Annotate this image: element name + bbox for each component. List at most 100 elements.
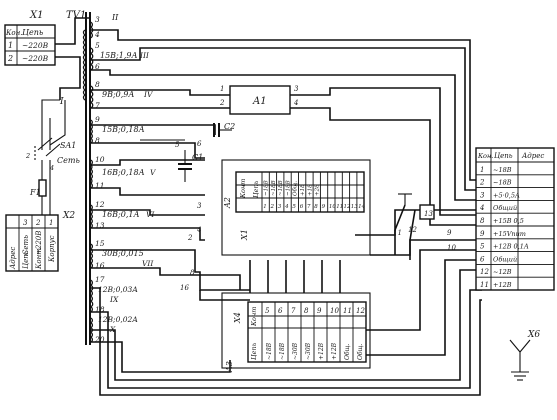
mains-wire-1	[55, 17, 90, 45]
a2-circuit-label: +18	[300, 184, 306, 196]
pin-numbers: 3 4 2 8 6 9 10 16	[180, 140, 456, 292]
x2-ref: X2	[62, 211, 75, 221]
x5-row-circuit: +5·0,5А	[493, 191, 520, 199]
x5-row-contact: 8	[480, 217, 485, 225]
a2-contact-number: 6	[300, 204, 304, 210]
x3-box	[419, 204, 435, 220]
connector-x1: X1 Кон. Цепь 1 ~220В 2 ~220В	[4, 10, 56, 66]
a2-circuit-label-group: ~18В	[271, 180, 277, 196]
a2-circuit-label-group: +28	[315, 184, 321, 196]
a3-contact-number: 5	[265, 307, 270, 315]
a2-contact-number: 4	[284, 204, 289, 210]
c1-ref: C1	[192, 153, 203, 162]
w9-roman: IX	[109, 295, 119, 304]
a2-contact-number: 8	[314, 204, 318, 210]
a3-contact-number: 7	[291, 307, 296, 315]
a2-box	[221, 159, 371, 256]
a3-ref: A3	[225, 361, 234, 373]
a3-circuit-label: +12В	[318, 342, 325, 360]
w6-roman: V	[150, 168, 157, 177]
x2-col-circuit: Цепь	[22, 250, 30, 269]
w4-spec: 9В;0,9А	[102, 90, 134, 99]
w6-spec: 16В;0,18А	[102, 168, 145, 177]
x2-col-contact: Конт	[35, 248, 43, 270]
bus-marker: 13 11 12	[393, 193, 435, 260]
a3-circuit-label: ~18В	[279, 342, 286, 360]
sa1-ref: SA1	[60, 141, 76, 150]
x5-row-contact: 2	[479, 179, 485, 187]
x5-header-address: Адрес	[521, 152, 544, 160]
w2-pin-a: 3	[95, 15, 100, 24]
x6-ref: X6	[527, 330, 540, 340]
w9-pin-a: 17	[95, 275, 105, 284]
a2-contact-number: 10	[329, 204, 336, 210]
x2-col-address: Адрес	[9, 247, 17, 270]
pin-10: 10	[447, 244, 456, 252]
a2-circuit-label: ~18В	[271, 180, 277, 196]
a2-ref: A2	[223, 197, 232, 209]
x2-row2-contact: 2	[35, 219, 41, 227]
switch-sa1: SA1 Сеть 2 4	[25, 118, 80, 172]
x2-row1-circuit: ~220В	[35, 231, 43, 255]
x5-row-circuit: ~18В	[493, 179, 512, 187]
mains-wire-3	[41, 99, 60, 118]
a2-circuit-label-group: Общ.	[292, 181, 299, 196]
pin-9: 9	[447, 229, 452, 237]
pin-3: 3	[197, 202, 202, 210]
a1-box	[229, 85, 291, 115]
fuse-f1: F1	[29, 160, 51, 215]
w2-pin-b: 4	[94, 30, 100, 39]
w8-spec: 30В;0,015	[102, 249, 144, 258]
w6-pin-a: 10	[95, 155, 105, 164]
x2-row3-circuit: Корпус	[48, 235, 56, 263]
pin-4: 4	[196, 226, 201, 234]
x2-row1-contact: 1	[49, 219, 53, 227]
a1-pin-1: 1	[220, 85, 224, 93]
secondary-winding-8	[89, 279, 94, 313]
a2-contact-number: 12	[344, 204, 351, 210]
w8-pin-b: 16	[95, 261, 105, 270]
a3-circuit-label-group: Общ.	[344, 343, 351, 360]
c1-pin-5: 5	[175, 141, 180, 149]
a3-circuit-label: Общ.	[357, 343, 364, 360]
x1-row1-contact: 1	[8, 41, 13, 50]
x5-row-circuit: +12В 0,1А	[493, 243, 529, 251]
a3-circuit-label-group: +12В	[318, 342, 325, 360]
a2-circuit-label: +28	[315, 184, 321, 196]
x5-row-contact: 6	[480, 255, 485, 263]
a2-contact-number: 3	[278, 204, 282, 210]
x5-row-contact: 12	[480, 268, 489, 276]
a3-circuit-label-group: Общ.	[357, 343, 364, 360]
sa1-pin-4: 4	[49, 164, 54, 172]
a2-header-circuit: Цепь	[252, 180, 260, 198]
w2-roman: II	[111, 13, 119, 22]
connector-x2: X2 Адрес Цепь Конт Сеть ~220В 1 2 Корпус…	[5, 211, 75, 272]
x1-header-contact: Кон.	[5, 29, 22, 37]
w6-pin-b: 11	[95, 181, 105, 190]
secondary-winding-7	[89, 243, 94, 269]
x5-row-circuit: ~12В	[493, 268, 512, 276]
a3-circuit-label-group: ~18В	[279, 342, 286, 360]
bus-pin-11: 11	[393, 229, 402, 237]
w5-spec: 15В;0,18А	[102, 125, 145, 134]
a3-circuit-label: Общ.	[344, 343, 351, 360]
w3-pin-a: 5	[95, 41, 100, 50]
a2-circuit-label-group: +18	[307, 184, 313, 196]
a2-contact-number: 13	[351, 204, 358, 210]
x1-row2-contact: 2	[7, 54, 13, 63]
a2-circuit-label: ~18В	[278, 180, 284, 196]
a1-ref: A1	[252, 96, 267, 107]
a3-contact-number: 10	[330, 307, 339, 315]
a3-connector-table	[247, 301, 367, 363]
w7-pin-a: 12	[95, 200, 105, 209]
a2-contact-number: 1	[263, 204, 267, 210]
a3-contact-number: 11	[343, 307, 352, 315]
a3-box	[221, 292, 371, 369]
a3-circuit-label: ~18В	[266, 342, 273, 360]
pin-2: 2	[187, 234, 193, 242]
w9-spec: 12В;0,03А	[98, 285, 138, 294]
w3-pin-b: 6	[95, 62, 100, 71]
module-a3: 5~18В6~18В7~30В8~30В9+12В10+12В11Общ.12О…	[221, 292, 371, 373]
